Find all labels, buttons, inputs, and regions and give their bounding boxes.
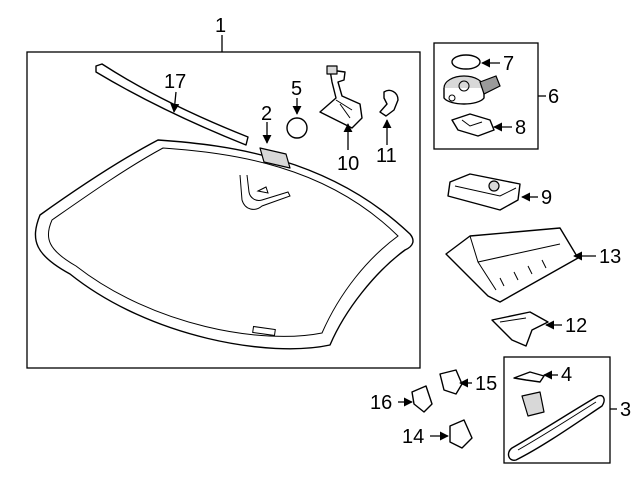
harness-bracket: [319, 65, 363, 129]
leader-line-17: [170, 91, 180, 113]
rain-sensor: [443, 75, 501, 105]
callout-4: 4: [561, 364, 572, 386]
bracket-15: [439, 369, 463, 395]
callout-12: 12: [565, 315, 587, 337]
callout-7: 7: [503, 53, 514, 75]
callout-16: 16: [370, 392, 392, 414]
group-box-windshield: [26, 51, 421, 369]
group-box-mirror: [503, 356, 611, 464]
bracket-14: [449, 419, 473, 449]
callout-9: 9: [541, 187, 552, 209]
mirror-clip: [513, 371, 545, 383]
wedge-bracket: [491, 311, 549, 347]
bracket-16: [411, 385, 433, 413]
gasket-ring: [451, 54, 481, 70]
round-plug: [286, 117, 308, 139]
callout-6: 6: [548, 86, 559, 108]
callout-14: 14: [402, 426, 424, 448]
rearview-mirror: [507, 391, 605, 461]
callout-17: 17: [164, 71, 186, 93]
windshield-glass: [34, 139, 414, 350]
sensor-bracket: [451, 113, 495, 137]
callout-5: 5: [291, 78, 302, 100]
trim-panel: [445, 227, 579, 303]
sensor-cover: [447, 173, 521, 211]
callout-2: 2: [261, 103, 272, 125]
callout-10: 10: [337, 153, 359, 175]
callout-8: 8: [515, 117, 526, 139]
callout-15: 15: [475, 373, 497, 395]
callout-1: 1: [215, 15, 226, 37]
callout-3: 3: [620, 399, 631, 421]
clip-part: [379, 89, 399, 117]
callout-11: 11: [376, 145, 397, 167]
callout-13: 13: [599, 246, 621, 268]
pad-part: [259, 147, 291, 169]
